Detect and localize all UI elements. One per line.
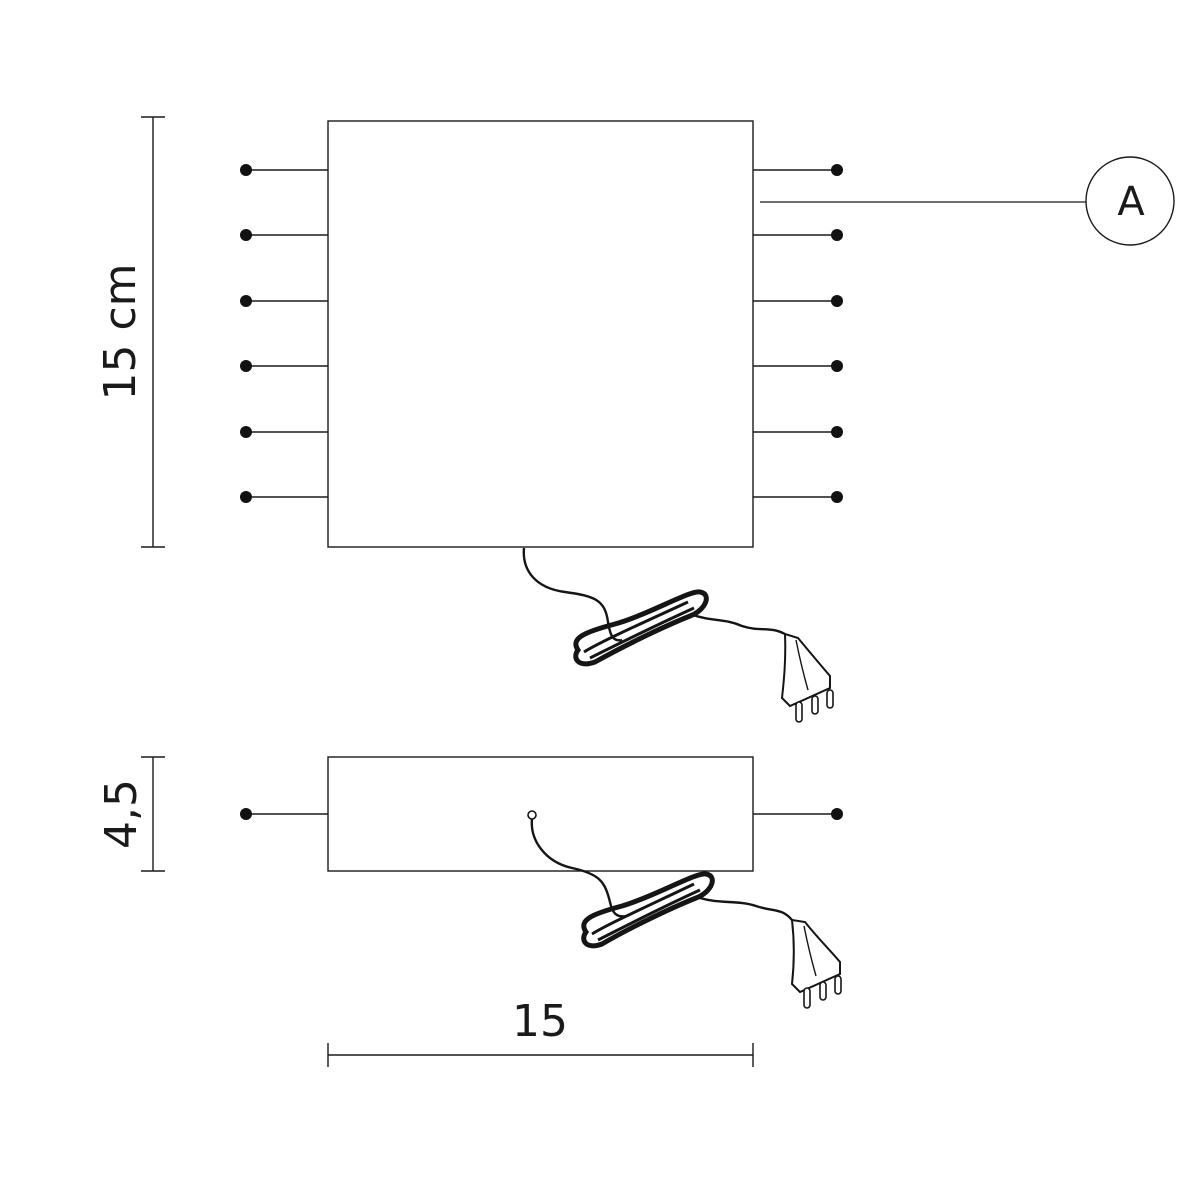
front-view-cable-coil-icon — [573, 589, 709, 667]
side-view-cable-coil-icon — [581, 871, 715, 949]
front-view-left-pin-5 — [240, 426, 328, 438]
front-view-left-pin-2 — [240, 229, 328, 241]
front-view-plug-icon — [780, 632, 834, 723]
depth-dimension-label: 4,5 — [96, 779, 147, 849]
side-view-power-cable — [527, 810, 793, 921]
height-dimension-label: 15 cm — [95, 263, 146, 400]
side-view-right-pin — [753, 808, 843, 820]
side-view-pins — [240, 808, 843, 820]
front-view-right-pin-1 — [753, 164, 843, 176]
callout-label: A — [1117, 179, 1145, 225]
front-view-right-pin-2 — [753, 229, 843, 241]
side-view-body — [327, 756, 754, 872]
height-dimension: 15 cm — [95, 116, 165, 548]
front-view-left-pin-4 — [240, 360, 328, 372]
front-view-left-pin-6 — [240, 491, 328, 503]
side-view-plug-icon — [790, 918, 842, 1009]
front-view-body — [327, 120, 754, 548]
front-view-left-pin-3 — [240, 295, 328, 307]
front-view-right-pin-6 — [753, 491, 843, 503]
front-view-left-pin-1 — [240, 164, 328, 176]
front-view-right-pin-5 — [753, 426, 843, 438]
side-view: 4,5 15 — [96, 756, 843, 1067]
side-view-left-pin — [240, 808, 328, 820]
front-view-power-cable — [522, 547, 786, 642]
front-view-right-pin-3 — [753, 295, 843, 307]
depth-dimension: 4,5 — [96, 756, 165, 872]
front-view-right-pin-4 — [753, 360, 843, 372]
width-dimension-label: 15 — [512, 996, 568, 1047]
front-view-pins — [240, 164, 843, 503]
callout-circle — [1085, 156, 1175, 246]
width-dimension: 15 — [327, 996, 754, 1067]
front-view: A 15 cm — [95, 116, 1175, 723]
